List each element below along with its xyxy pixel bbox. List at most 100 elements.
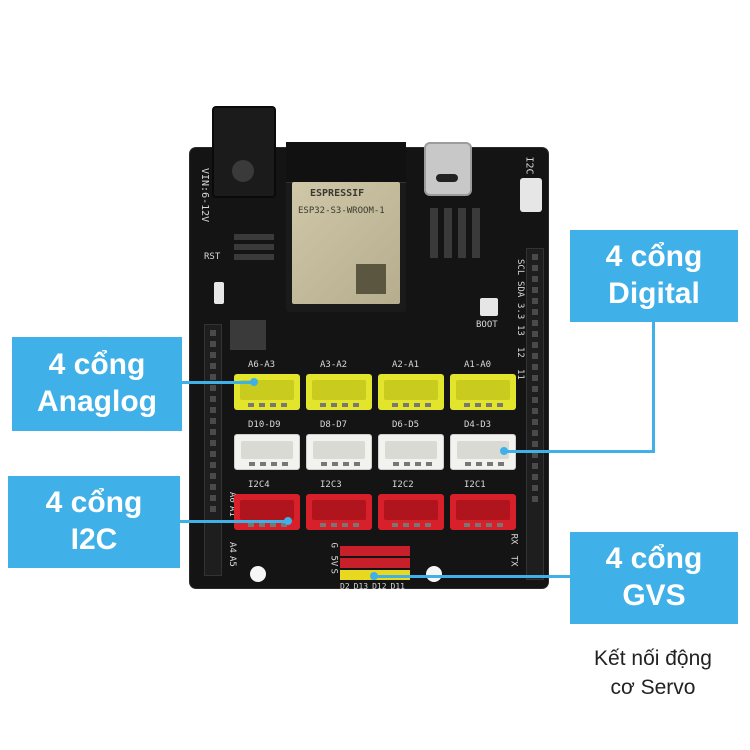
servo-pin-label: D11 xyxy=(390,582,405,591)
digital-connector xyxy=(378,434,444,470)
i2c-callout-line1: 4 cổng xyxy=(45,486,143,520)
rst-label: RST xyxy=(204,252,221,262)
analog-connector xyxy=(378,374,444,410)
digital-callout-line1: 4 cổng xyxy=(605,240,703,274)
module-name-label: ESP32-S3-WROOM-1 xyxy=(298,206,385,216)
connector-pin xyxy=(320,403,326,407)
connector-pin xyxy=(248,523,254,527)
connector-pin xyxy=(354,462,360,466)
connector-pin xyxy=(498,462,504,466)
left-pin-header xyxy=(204,324,222,576)
connector-pin xyxy=(415,462,421,466)
analog-ports-callout: 4 cổng Anaglog xyxy=(12,337,182,431)
connector-pin xyxy=(271,462,277,466)
module-shield-can: ESPRESSIF ESP32-S3-WROOM-1 xyxy=(292,182,400,304)
connector-pin xyxy=(259,523,265,527)
connector-pin xyxy=(332,462,338,466)
smd-components xyxy=(234,230,274,260)
right-header-labels: SCL SDA 3.3 13 12 11 xyxy=(506,256,525,388)
digital-connector-label: D10-D9 xyxy=(248,420,281,430)
pin-label: A4 xyxy=(227,542,237,553)
connector-pin xyxy=(248,403,254,407)
connector-pin xyxy=(281,523,287,527)
dc-power-jack xyxy=(212,106,276,198)
module-antenna xyxy=(286,142,406,183)
digital-connector xyxy=(450,434,516,470)
connector-pin xyxy=(270,403,276,407)
rx-label: RX xyxy=(508,533,519,545)
analog-connector-label: A1-A0 xyxy=(464,360,492,370)
tx-label: TX xyxy=(508,555,519,567)
connector-pin xyxy=(464,523,470,527)
servo-pin-label: D2 xyxy=(340,582,350,591)
connector-pin xyxy=(392,523,398,527)
connector-pin xyxy=(353,523,359,527)
i2c-callout-line2: I2C xyxy=(70,523,118,556)
i2c-connector-label: I2C2 xyxy=(392,480,414,490)
connector-pin xyxy=(497,403,503,407)
connector-pin xyxy=(343,462,349,466)
servo-pin-label: D12 xyxy=(372,582,387,591)
connector-pin xyxy=(403,523,409,527)
smd-components xyxy=(430,208,486,258)
servo-caption: Kết nối động cơ Servo xyxy=(560,644,746,703)
connector-pin xyxy=(426,462,432,466)
gvs-label: 5V xyxy=(328,555,339,567)
connector-pin xyxy=(342,403,348,407)
analog-callout-dot xyxy=(250,378,258,386)
connector-pin xyxy=(321,462,327,466)
pin-label: 13 xyxy=(515,325,525,336)
connector-pin xyxy=(475,403,481,407)
gvs-label: G xyxy=(328,542,339,548)
pin-label: A5 xyxy=(227,556,237,567)
boot-button xyxy=(480,298,498,316)
connector-pin xyxy=(414,403,420,407)
connector-pin xyxy=(353,403,359,407)
connector-pin xyxy=(486,403,492,407)
connector-pin xyxy=(425,403,431,407)
digital-connector xyxy=(234,434,300,470)
analog-connector-label: A6-A3 xyxy=(248,360,276,370)
connector-pin xyxy=(260,462,266,466)
connector-pin xyxy=(486,523,492,527)
connector-pin xyxy=(282,462,288,466)
connector-pin xyxy=(464,403,470,407)
connector-pin xyxy=(414,523,420,527)
power-input-label: VIN:6-12V xyxy=(199,168,210,223)
connector-pin xyxy=(331,403,337,407)
i2c-callout-line xyxy=(180,520,288,523)
pin-label: SDA xyxy=(515,281,525,298)
gvs-callout-line1: 4 cổng xyxy=(605,542,703,576)
connector-pin xyxy=(259,403,265,407)
connector-pin xyxy=(476,462,482,466)
module-brand-label: ESPRESSIF xyxy=(310,188,365,199)
connector-pin xyxy=(392,403,398,407)
analog-callout-line xyxy=(182,381,254,384)
connector-pin xyxy=(497,523,503,527)
i2c-edge-connector xyxy=(520,178,542,212)
connector-pin xyxy=(320,523,326,527)
analog-connector xyxy=(450,374,516,410)
analog-connector-label: A3-A2 xyxy=(320,360,348,370)
right-pin-header xyxy=(526,248,544,580)
connector-pin xyxy=(465,462,471,466)
i2c-callout-dot xyxy=(284,517,292,525)
connector-pin xyxy=(249,462,255,466)
module-qr-code xyxy=(356,264,386,294)
boot-label: BOOT xyxy=(476,320,498,330)
gvs-ports-callout: 4 cổng GVS xyxy=(570,532,738,624)
voltage-regulator xyxy=(230,320,266,350)
digital-connector-label: D8-D7 xyxy=(320,420,348,430)
i2c-connector xyxy=(450,494,516,530)
digital-callout-dot xyxy=(500,447,508,455)
pin-label: 12 xyxy=(515,347,525,358)
connector-pin xyxy=(393,462,399,466)
gvs-callout-line2: GVS xyxy=(622,579,686,612)
servo-caption-line1: Kết nối động xyxy=(594,647,712,670)
connector-pin xyxy=(404,462,410,466)
connector-pin xyxy=(487,462,493,466)
pin-label: 3.3 xyxy=(515,303,525,320)
esp32-s3-shield-board: VIN:6-12V ESPRESSIF ESP32-S3-WROOM-1 I2C… xyxy=(190,106,548,591)
digital-ports-callout: 4 cổng Digital xyxy=(570,230,738,322)
i2c-connector-label: I2C3 xyxy=(320,480,342,490)
